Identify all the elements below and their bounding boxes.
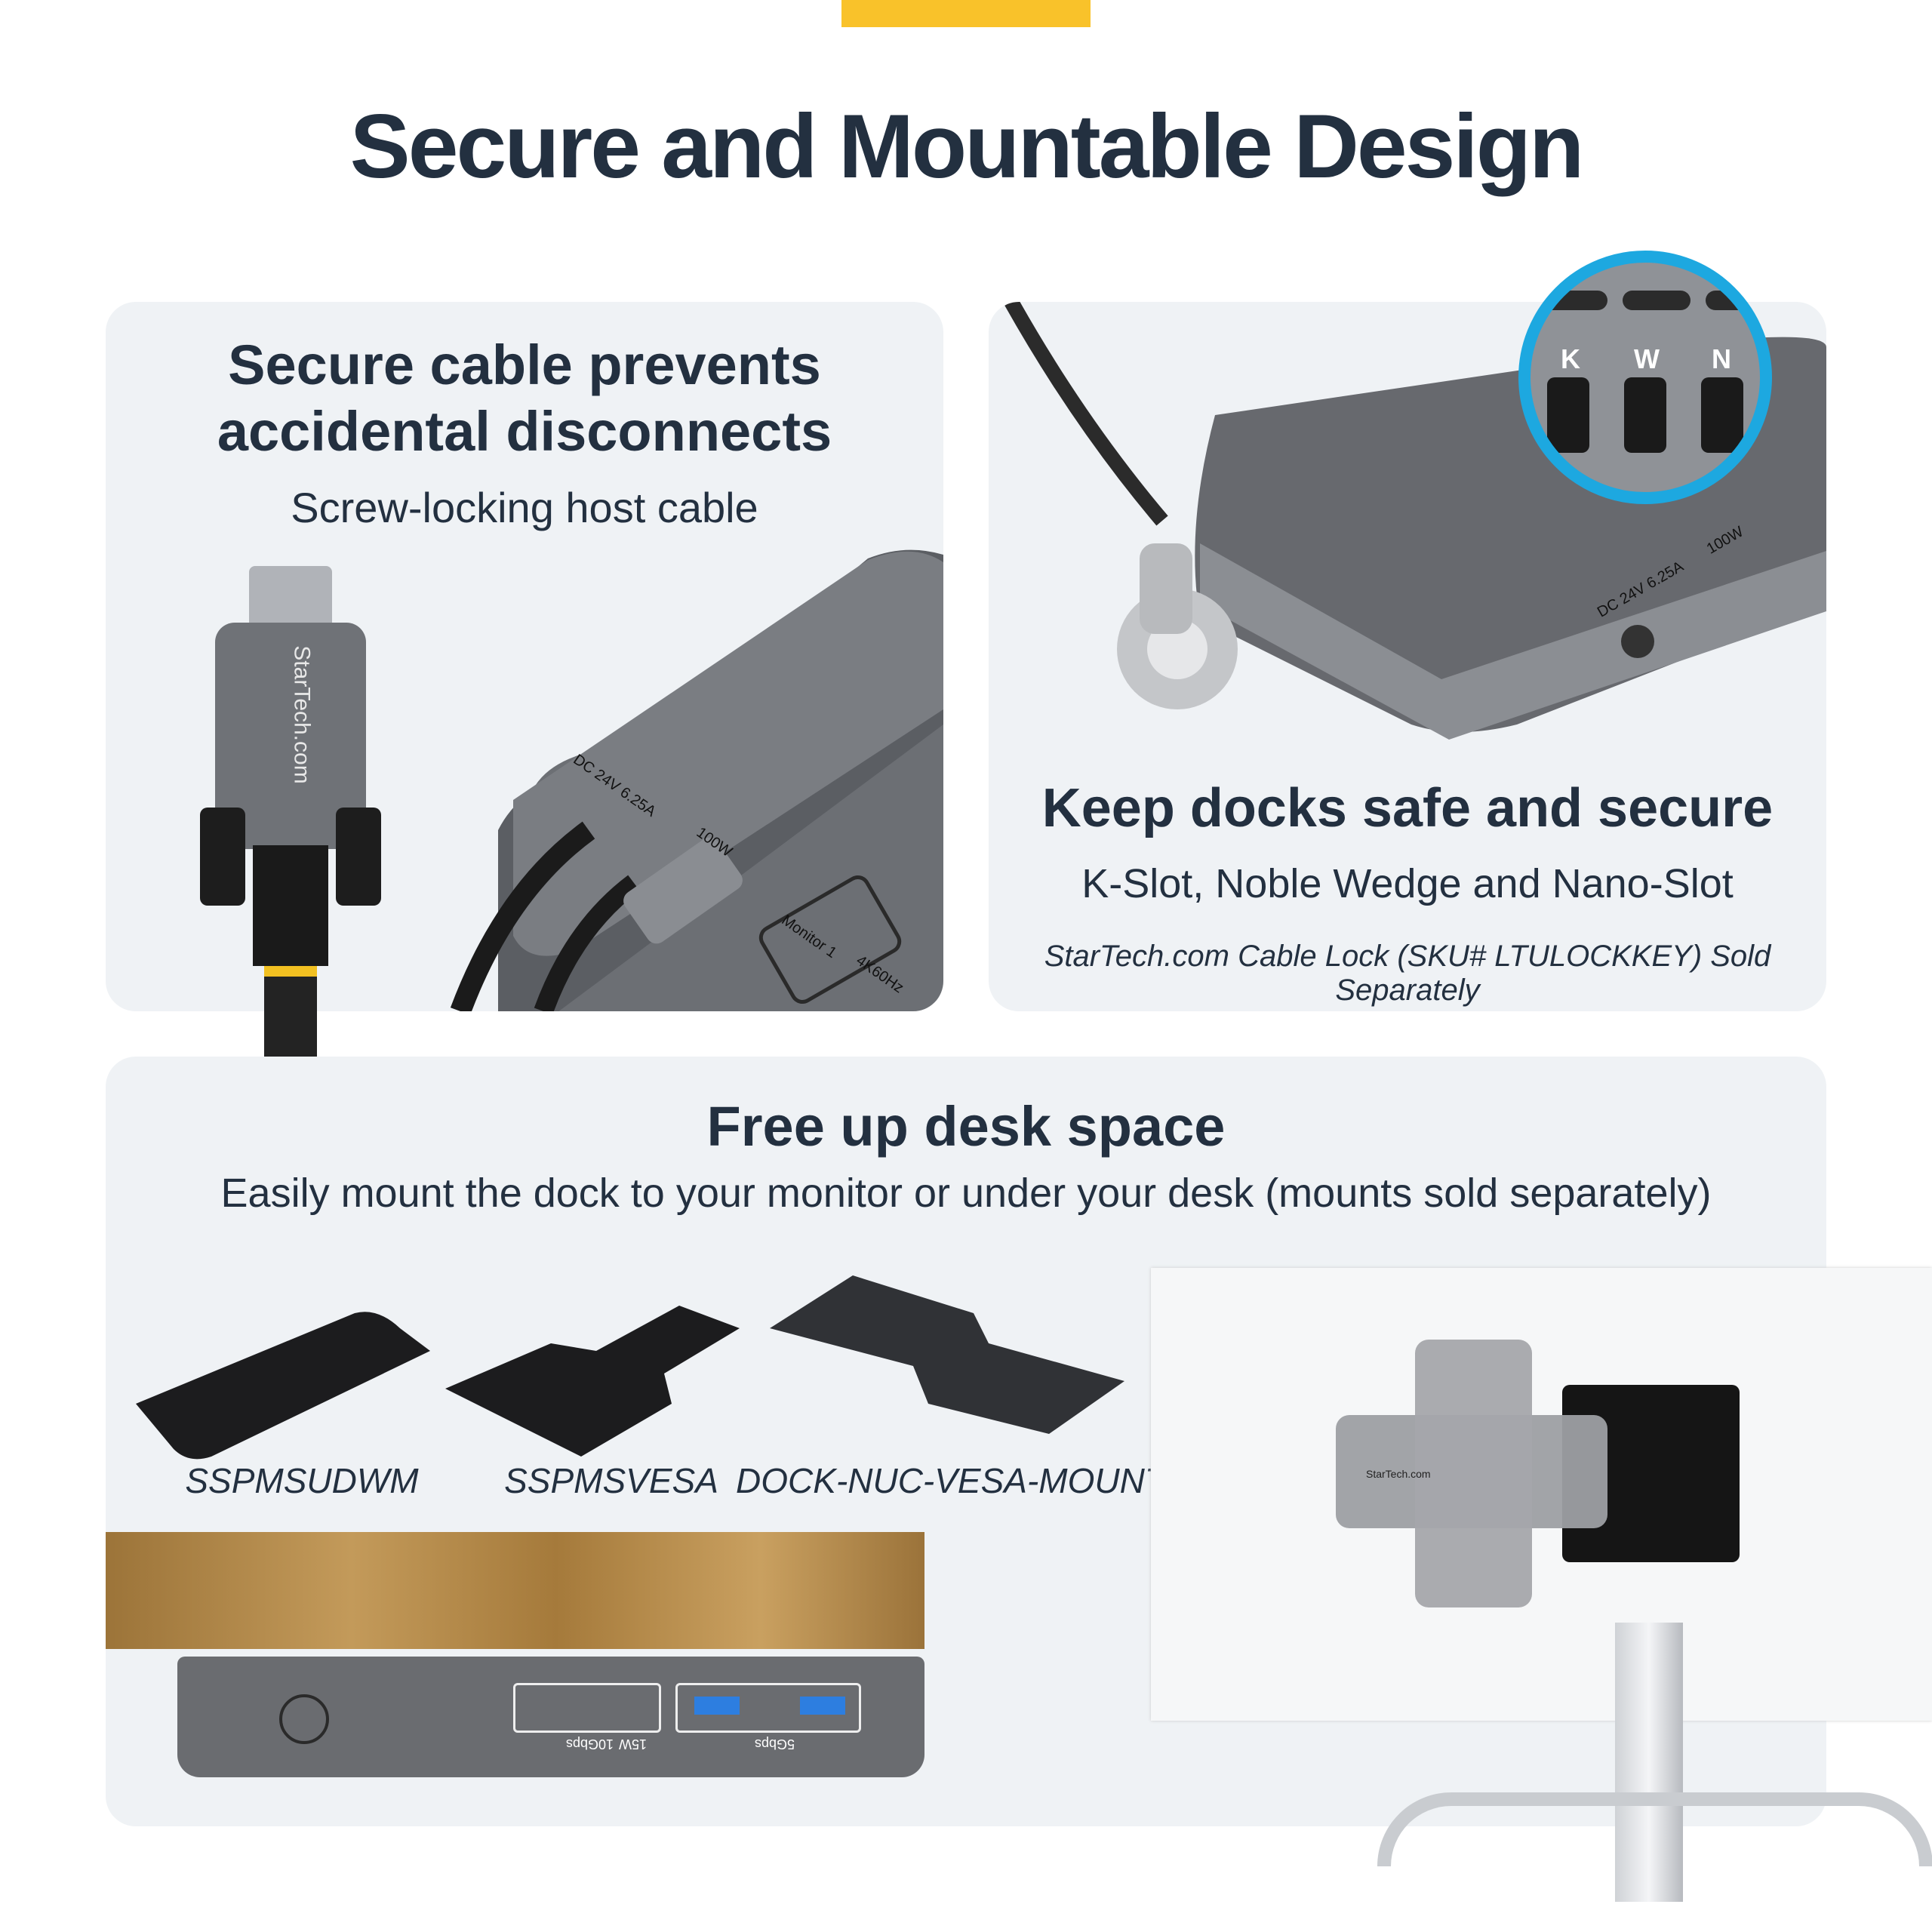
mount-plate-sspmsvesa (445, 1306, 740, 1457)
mount-heading: Free up desk space (706, 1095, 1226, 1158)
page-title: Secure and Mountable Design (349, 96, 1585, 197)
secure-cable-heading-line2: accidental disconnects (217, 400, 832, 463)
desk-wood (106, 1532, 924, 1649)
lock-note: StarTech.com Cable Lock (SKU# LTULOCKKEY… (1044, 940, 1771, 1007)
port-15w-label: 15W (619, 1737, 648, 1752)
mounted-dock-brand: StarTech.com (1366, 1468, 1431, 1480)
mount-subheading: Easily mount the dock to your monitor or… (220, 1171, 1712, 1216)
secure-cable-panel: Secure cable prevents accidental disconn… (106, 302, 943, 1011)
mount-sku-2: SSPMSVESA (504, 1461, 718, 1500)
usb-c-port-group (513, 1683, 661, 1733)
secure-cable-heading: Secure cable prevents accidental disconn… (106, 332, 943, 465)
lock-heading: Keep docks safe and secure (1041, 778, 1774, 838)
usb-a-port-group (675, 1683, 861, 1733)
mounted-dock-vertical (1415, 1340, 1532, 1607)
lock-subheading: K-Slot, Noble Wedge and Nano-Slot (1081, 861, 1734, 906)
power-button-icon (279, 1694, 329, 1744)
port-10g-label: 10Gbps (566, 1737, 614, 1752)
mount-plate-dock-nuc-vesa (770, 1275, 1124, 1434)
usb-a-port-2 (800, 1697, 845, 1715)
secure-cable-subheading: Screw-locking host cable (291, 484, 758, 531)
slot-magnifier (1518, 251, 1772, 504)
dock-port-illustration (450, 549, 943, 1011)
monitor-stand-base (1377, 1792, 1932, 1866)
secure-cable-heading-line1: Secure cable prevents (228, 334, 821, 396)
port-5g-label: 5Gbps (755, 1737, 795, 1752)
accent-bar (841, 0, 1091, 27)
slot-w-label: W (1634, 343, 1660, 374)
mount-sku-1: SSPMSUDWM (185, 1461, 419, 1500)
mount-sku-3: DOCK-NUC-VESA-MOUNT (736, 1461, 1166, 1500)
cable-brand-label: StarTech.com (289, 645, 315, 784)
screw-lock-cable (200, 566, 381, 1087)
slot-n-label: N (1712, 343, 1731, 374)
mount-plate-sspmsudwm (136, 1312, 430, 1460)
usb-a-port-1 (694, 1697, 740, 1715)
slot-k-label: K (1561, 343, 1580, 374)
